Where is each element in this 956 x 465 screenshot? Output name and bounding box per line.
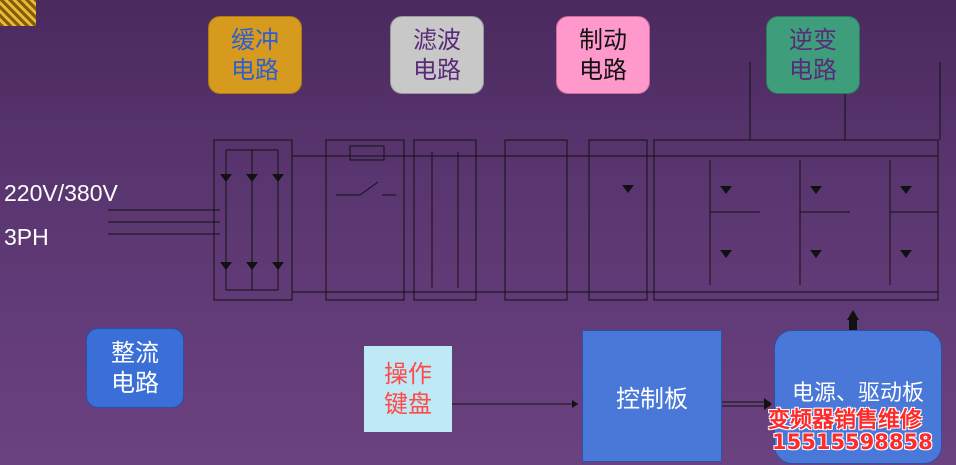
- brake-callout: 制动 电路: [556, 16, 650, 94]
- watermark-phone: 15515598858: [772, 430, 933, 454]
- rectifier-callout: 整流 电路: [86, 328, 184, 408]
- buffer-callout: 缓冲 电路: [208, 16, 302, 94]
- keyboard-box: 操作 键盘: [364, 346, 452, 432]
- logo: [0, 0, 36, 26]
- watermark-title: 变频器销售维修: [768, 408, 923, 433]
- inverter-callout: 逆变 电路: [766, 16, 860, 94]
- control-board-box: 控制板: [582, 330, 722, 462]
- filter-callout-label: 滤波 电路: [413, 26, 461, 84]
- control-board-label: 控制板: [616, 384, 688, 413]
- input-phase-label: 3PH: [4, 224, 49, 250]
- filter-callout: 滤波 电路: [390, 16, 484, 94]
- buffer-callout-label: 缓冲 电路: [231, 26, 279, 84]
- power-drive-board-box: 电源、驱动板: [774, 330, 942, 464]
- inverter-callout-label: 逆变 电路: [789, 26, 837, 84]
- brake-callout-label: 制动 电路: [579, 26, 627, 84]
- keyboard-label: 操作 键盘: [384, 360, 432, 418]
- input-voltage-label: 220V/380V: [4, 180, 118, 206]
- rectifier-callout-label: 整流 电路: [111, 339, 159, 397]
- power-drive-board-label: 电源、驱动板: [791, 381, 924, 406]
